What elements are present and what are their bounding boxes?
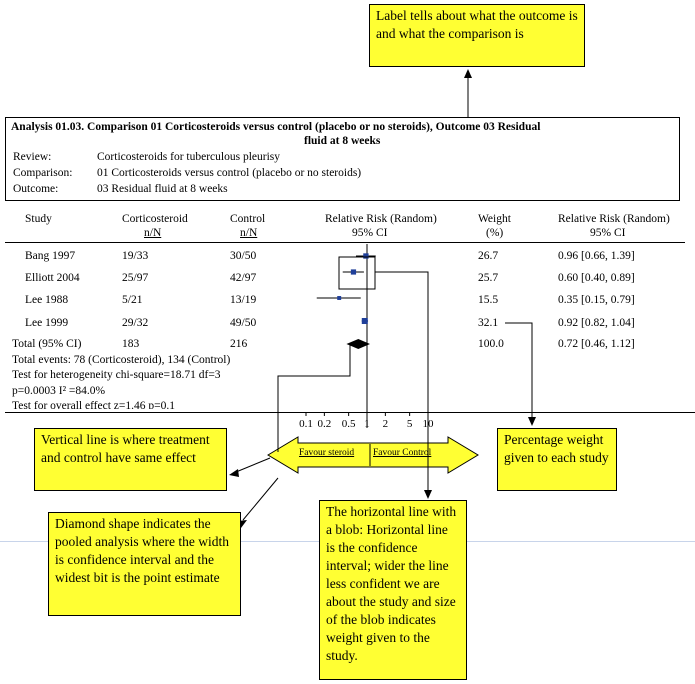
study-treat: 5/21 xyxy=(122,294,143,306)
review-value: Corticosteroids for tuberculous pleurisy xyxy=(97,151,281,163)
heterogeneity-test: Test for heterogeneity chi-square=18.71 … xyxy=(12,369,221,381)
axis-tick-label: 2 xyxy=(382,418,389,430)
pointer-weight-callout xyxy=(505,322,533,420)
study-weight: 15.5 xyxy=(478,294,499,306)
study-treat: 25/97 xyxy=(122,272,149,284)
col-rr: Relative Risk (Random) xyxy=(325,213,437,225)
study-ci: 0.60 [0.40, 0.89] xyxy=(558,272,635,284)
study-ci: 0.35 [0.15, 0.79] xyxy=(558,294,635,306)
callout-horizontal-line: The horizontal line with a blob: Horizon… xyxy=(319,500,467,680)
total-treat: 183 xyxy=(122,338,140,350)
comparison-label: Comparison: xyxy=(13,167,73,179)
axis-tick-label: 0.1 xyxy=(299,418,313,430)
callout-diamond: Diamond shape indicates the pooled analy… xyxy=(48,512,241,616)
col-control: Control xyxy=(230,213,266,225)
analysis-header: Analysis 01.03. Comparison 01 Corticoste… xyxy=(5,117,680,201)
study-weight-box xyxy=(361,317,368,325)
axis-tick-label: 0.2 xyxy=(317,418,332,430)
analysis-title-line2: fluid at 8 weeks xyxy=(304,135,381,147)
outcome-label: Outcome: xyxy=(13,183,59,195)
p-value: p=0.0003 I² =84.0% xyxy=(12,385,106,397)
study-control: 42/97 xyxy=(230,272,257,284)
axis-tick-label: 5 xyxy=(406,418,413,430)
study-weight-box xyxy=(337,296,342,300)
col-rr2-sub: 95% CI xyxy=(590,227,626,239)
study-control: 30/50 xyxy=(230,250,257,262)
study-control: 13/19 xyxy=(230,294,257,306)
pointer-horizontal-arrowhead xyxy=(424,490,432,499)
study-name: Elliott 2004 xyxy=(25,272,80,284)
study-weight: 32.1 xyxy=(478,317,499,329)
table-bottom-rule xyxy=(5,412,695,413)
study-name: Bang 1997 xyxy=(25,250,76,262)
study-ci: 0.96 [0.66, 1.39] xyxy=(558,250,635,262)
pointer-weight-arrowhead xyxy=(528,417,536,426)
favour-steroid-label: Favour steroid xyxy=(299,448,355,458)
callout-percentage: Percentage weight given to each study xyxy=(497,428,617,491)
pointer-diamond-callout xyxy=(277,344,351,452)
analysis-title-line1: Analysis 01.03. Comparison 01 Corticoste… xyxy=(11,121,541,133)
favour-control-label: Favour Control xyxy=(373,448,432,458)
pointer-diamond-diag xyxy=(242,477,279,521)
col-weight: Weight xyxy=(478,213,511,225)
study-weight-box xyxy=(350,269,357,275)
pointer-horizontal-callout xyxy=(375,271,429,492)
table-header-rule xyxy=(5,242,685,243)
overall-effect-test: Test for overall effect z=1.46 p=0.1 xyxy=(12,400,175,409)
col-study: Study xyxy=(25,213,52,225)
study-weight: 25.7 xyxy=(478,272,499,284)
study-weight: 26.7 xyxy=(478,250,499,262)
elliott-highlight-box xyxy=(338,256,376,290)
study-weight-box xyxy=(363,253,369,259)
axis-tick-label: 0.5 xyxy=(341,418,356,430)
col-control-sub: n/N xyxy=(240,227,258,239)
pointer-vertical-diag xyxy=(235,457,271,473)
col-treat: Corticosteroid xyxy=(122,213,188,225)
col-rr2: Relative Risk (Random) xyxy=(558,213,670,225)
col-weight-sub: (%) xyxy=(486,227,504,239)
callout-vertical-line: Vertical line is where treatment and con… xyxy=(34,428,227,491)
total-ci: 0.72 [0.46, 1.12] xyxy=(558,338,635,350)
favour-arrow xyxy=(267,436,479,474)
comparison-value: 01 Corticosteroids versus control (place… xyxy=(97,167,362,179)
col-rr-sub: 95% CI xyxy=(352,227,388,239)
total-control: 216 xyxy=(230,338,248,350)
study-treat: 29/32 xyxy=(122,317,149,329)
study-name: Lee 1988 xyxy=(25,294,69,306)
total-weight: 100.0 xyxy=(478,338,504,350)
study-treat: 19/33 xyxy=(122,250,149,262)
study-control: 49/50 xyxy=(230,317,257,329)
outcome-value: 03 Residual fluid at 8 weeks xyxy=(97,183,228,195)
callout-pointer-arrowhead xyxy=(464,69,472,78)
total-name: Total (95% CI) xyxy=(12,338,82,350)
total-events: Total events: 78 (Corticosteroid), 134 (… xyxy=(12,354,231,366)
study-ci: 0.92 [0.82, 1.04] xyxy=(558,317,635,329)
callout-outcome-label: Label tells about what the outcome is an… xyxy=(369,4,585,67)
review-label: Review: xyxy=(13,151,52,163)
pointer-vertical-arrowhead xyxy=(229,469,239,477)
study-name: Lee 1999 xyxy=(25,317,69,329)
pooled-diamond xyxy=(346,339,371,349)
col-treat-sub: n/N xyxy=(144,227,162,239)
